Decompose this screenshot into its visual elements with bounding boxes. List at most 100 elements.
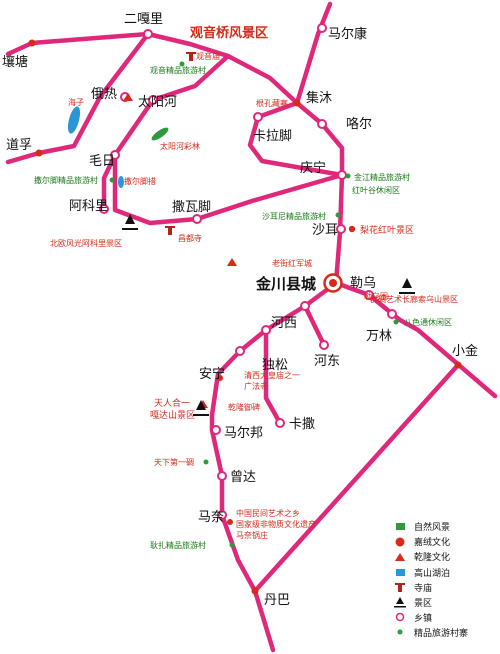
town-marker <box>317 119 327 129</box>
red-triangle-icon <box>227 258 237 266</box>
legend-red-dot-icon <box>395 537 405 547</box>
road-north <box>5 31 345 286</box>
town-marker <box>253 112 263 122</box>
label-jinjiang-village: 金江精品旅游村 <box>354 172 410 182</box>
town-label-danba: 丹巴 <box>264 593 290 608</box>
village-dot <box>335 212 341 218</box>
town-marker <box>275 418 285 428</box>
road-lewu <box>333 280 498 399</box>
label-gengenzhai: 根孔藏寨 <box>256 98 288 108</box>
label-taiyanghe-forest: 太阳河彩林 <box>160 141 200 151</box>
county-seat-label: 金川县城 <box>255 275 316 293</box>
legend-label-temple: 寺庙 <box>414 582 432 594</box>
qianlong-markers <box>123 93 237 408</box>
town-label-zengda: 曾达 <box>230 470 256 485</box>
label-hongyegu: 红叶谷休闲区 <box>352 185 400 195</box>
town-label-kasa: 卡撒 <box>289 416 315 432</box>
town-marker <box>217 471 227 481</box>
forest-taiyanghe-shape <box>151 127 169 141</box>
legend-red-triangle-icon <box>395 553 405 561</box>
town-label-anning: 安宁 <box>199 366 225 382</box>
town-label-erga: 二嘎里 <box>124 12 163 27</box>
road-xiaojin-danba <box>252 362 461 594</box>
town-dot <box>35 149 43 157</box>
village-dot <box>229 542 235 548</box>
town-label-taiyanghe: 太阳河 <box>138 95 177 110</box>
town-label-dusong: 独松 <box>262 358 288 373</box>
label-qingsi-line2: 广法寺 <box>244 381 268 391</box>
legend-ring-icon <box>395 612 405 622</box>
town-marker <box>336 224 346 234</box>
legend-green-square-icon <box>396 523 405 530</box>
label-qunbei-scenic: 群碉艺术长廊索乌山景区 <box>370 294 458 304</box>
pagoda-icon <box>193 400 209 416</box>
town-label-rangtang: 壤塘 <box>2 54 28 70</box>
town-label-hexi: 河西 <box>271 316 297 331</box>
label-guanyinqiao: 观音桥风景区 <box>190 25 268 41</box>
town-marker <box>261 325 271 335</box>
road-hedong <box>302 303 327 348</box>
jiarong-dot <box>293 99 301 107</box>
annotation-labels: 观音桥风景区 观音庙 观音精品旅游村 海子 根孔藏寨 太阳河彩林 撒尔脚措 撒尔… <box>34 25 458 550</box>
town-dot <box>251 587 259 595</box>
lake-saerjiao-shape <box>118 176 124 188</box>
pagoda-icon <box>399 278 415 294</box>
label-tianren-line1: 天人合一 <box>154 397 190 409</box>
label-saerjiao-village: 撒尔脚精品旅游村 <box>34 175 98 185</box>
town-marker <box>337 170 347 180</box>
legend-green-dot-icon <box>397 629 403 635</box>
town-label-anle: 俄热 <box>91 87 117 102</box>
road-qingning-west <box>112 152 345 226</box>
town-marker <box>235 346 245 356</box>
town-marker <box>192 214 202 224</box>
village-dot <box>179 61 185 67</box>
village-dot <box>393 319 399 325</box>
label-changdusi: 昌都寺 <box>178 234 202 243</box>
town-label-daofu: 道孚 <box>6 138 32 153</box>
temple-icon <box>165 226 175 235</box>
town-marker <box>110 150 120 160</box>
label-qianlong: 乾隆御碑 <box>228 402 260 412</box>
label-lihua-scenic: 梨花红叶景区 <box>360 224 414 236</box>
town-marker <box>211 425 221 435</box>
town-marker <box>217 510 227 520</box>
scenic-markers <box>122 214 415 416</box>
label-gengzha-village: 耿扎精品旅游村 <box>150 540 206 550</box>
jiarong-dot <box>348 225 356 233</box>
town-label-qingning: 庆宁 <box>300 160 326 176</box>
red-triangle-icon <box>123 93 133 101</box>
map-legend: 自然风景 嘉绒文化 乾隆文化 高山湖泊 寺庙 景区 乡镇 精品旅游村寨 <box>394 521 468 639</box>
village-dot <box>109 177 115 183</box>
legend-temple-icon <box>395 583 405 592</box>
town-label-maerbang: 马尔邦 <box>224 426 263 441</box>
legend-label-jiarong: 嘉绒文化 <box>414 536 450 548</box>
road-kasa <box>263 327 283 426</box>
label-baise-leisure: 八色通休闲区 <box>404 317 452 327</box>
feature-shapes <box>67 106 169 188</box>
label-minjian-line1: 中国民间艺术之乡 <box>236 508 300 518</box>
town-marker <box>143 29 153 39</box>
legend-label-village: 精品旅游村寨 <box>414 627 468 639</box>
town-marker <box>319 340 329 350</box>
jiarong-dot <box>217 375 223 381</box>
town-label-lewu: 勒乌 <box>350 275 376 291</box>
village-dot <box>345 173 351 179</box>
legend-label-scenic: 景区 <box>414 598 432 609</box>
label-qingsi-line1: 清西大皇庙之一 <box>244 370 300 380</box>
label-minjian-line3: 马奈锅庄 <box>236 530 268 540</box>
town-marker <box>317 23 327 33</box>
label-beiou-scenic: 北欧风光阿科里景区 <box>50 238 122 248</box>
town-marker <box>364 290 374 300</box>
label-saerjiao-lake: 撒尔脚措 <box>124 176 156 186</box>
town-marker <box>387 309 397 319</box>
road-network <box>5 1 498 653</box>
road-rangtang-daofu <box>5 31 151 165</box>
town-label-marerkang: 马尔康 <box>328 26 367 42</box>
pagoda-icon <box>122 214 138 230</box>
label-tianxia: 天下第一碉 <box>154 457 194 467</box>
town-label-maer: 咯尔 <box>346 117 372 132</box>
town-label-manai: 马奈 <box>198 510 224 525</box>
jiarong-dot <box>227 519 233 525</box>
temple-icon <box>186 52 196 61</box>
